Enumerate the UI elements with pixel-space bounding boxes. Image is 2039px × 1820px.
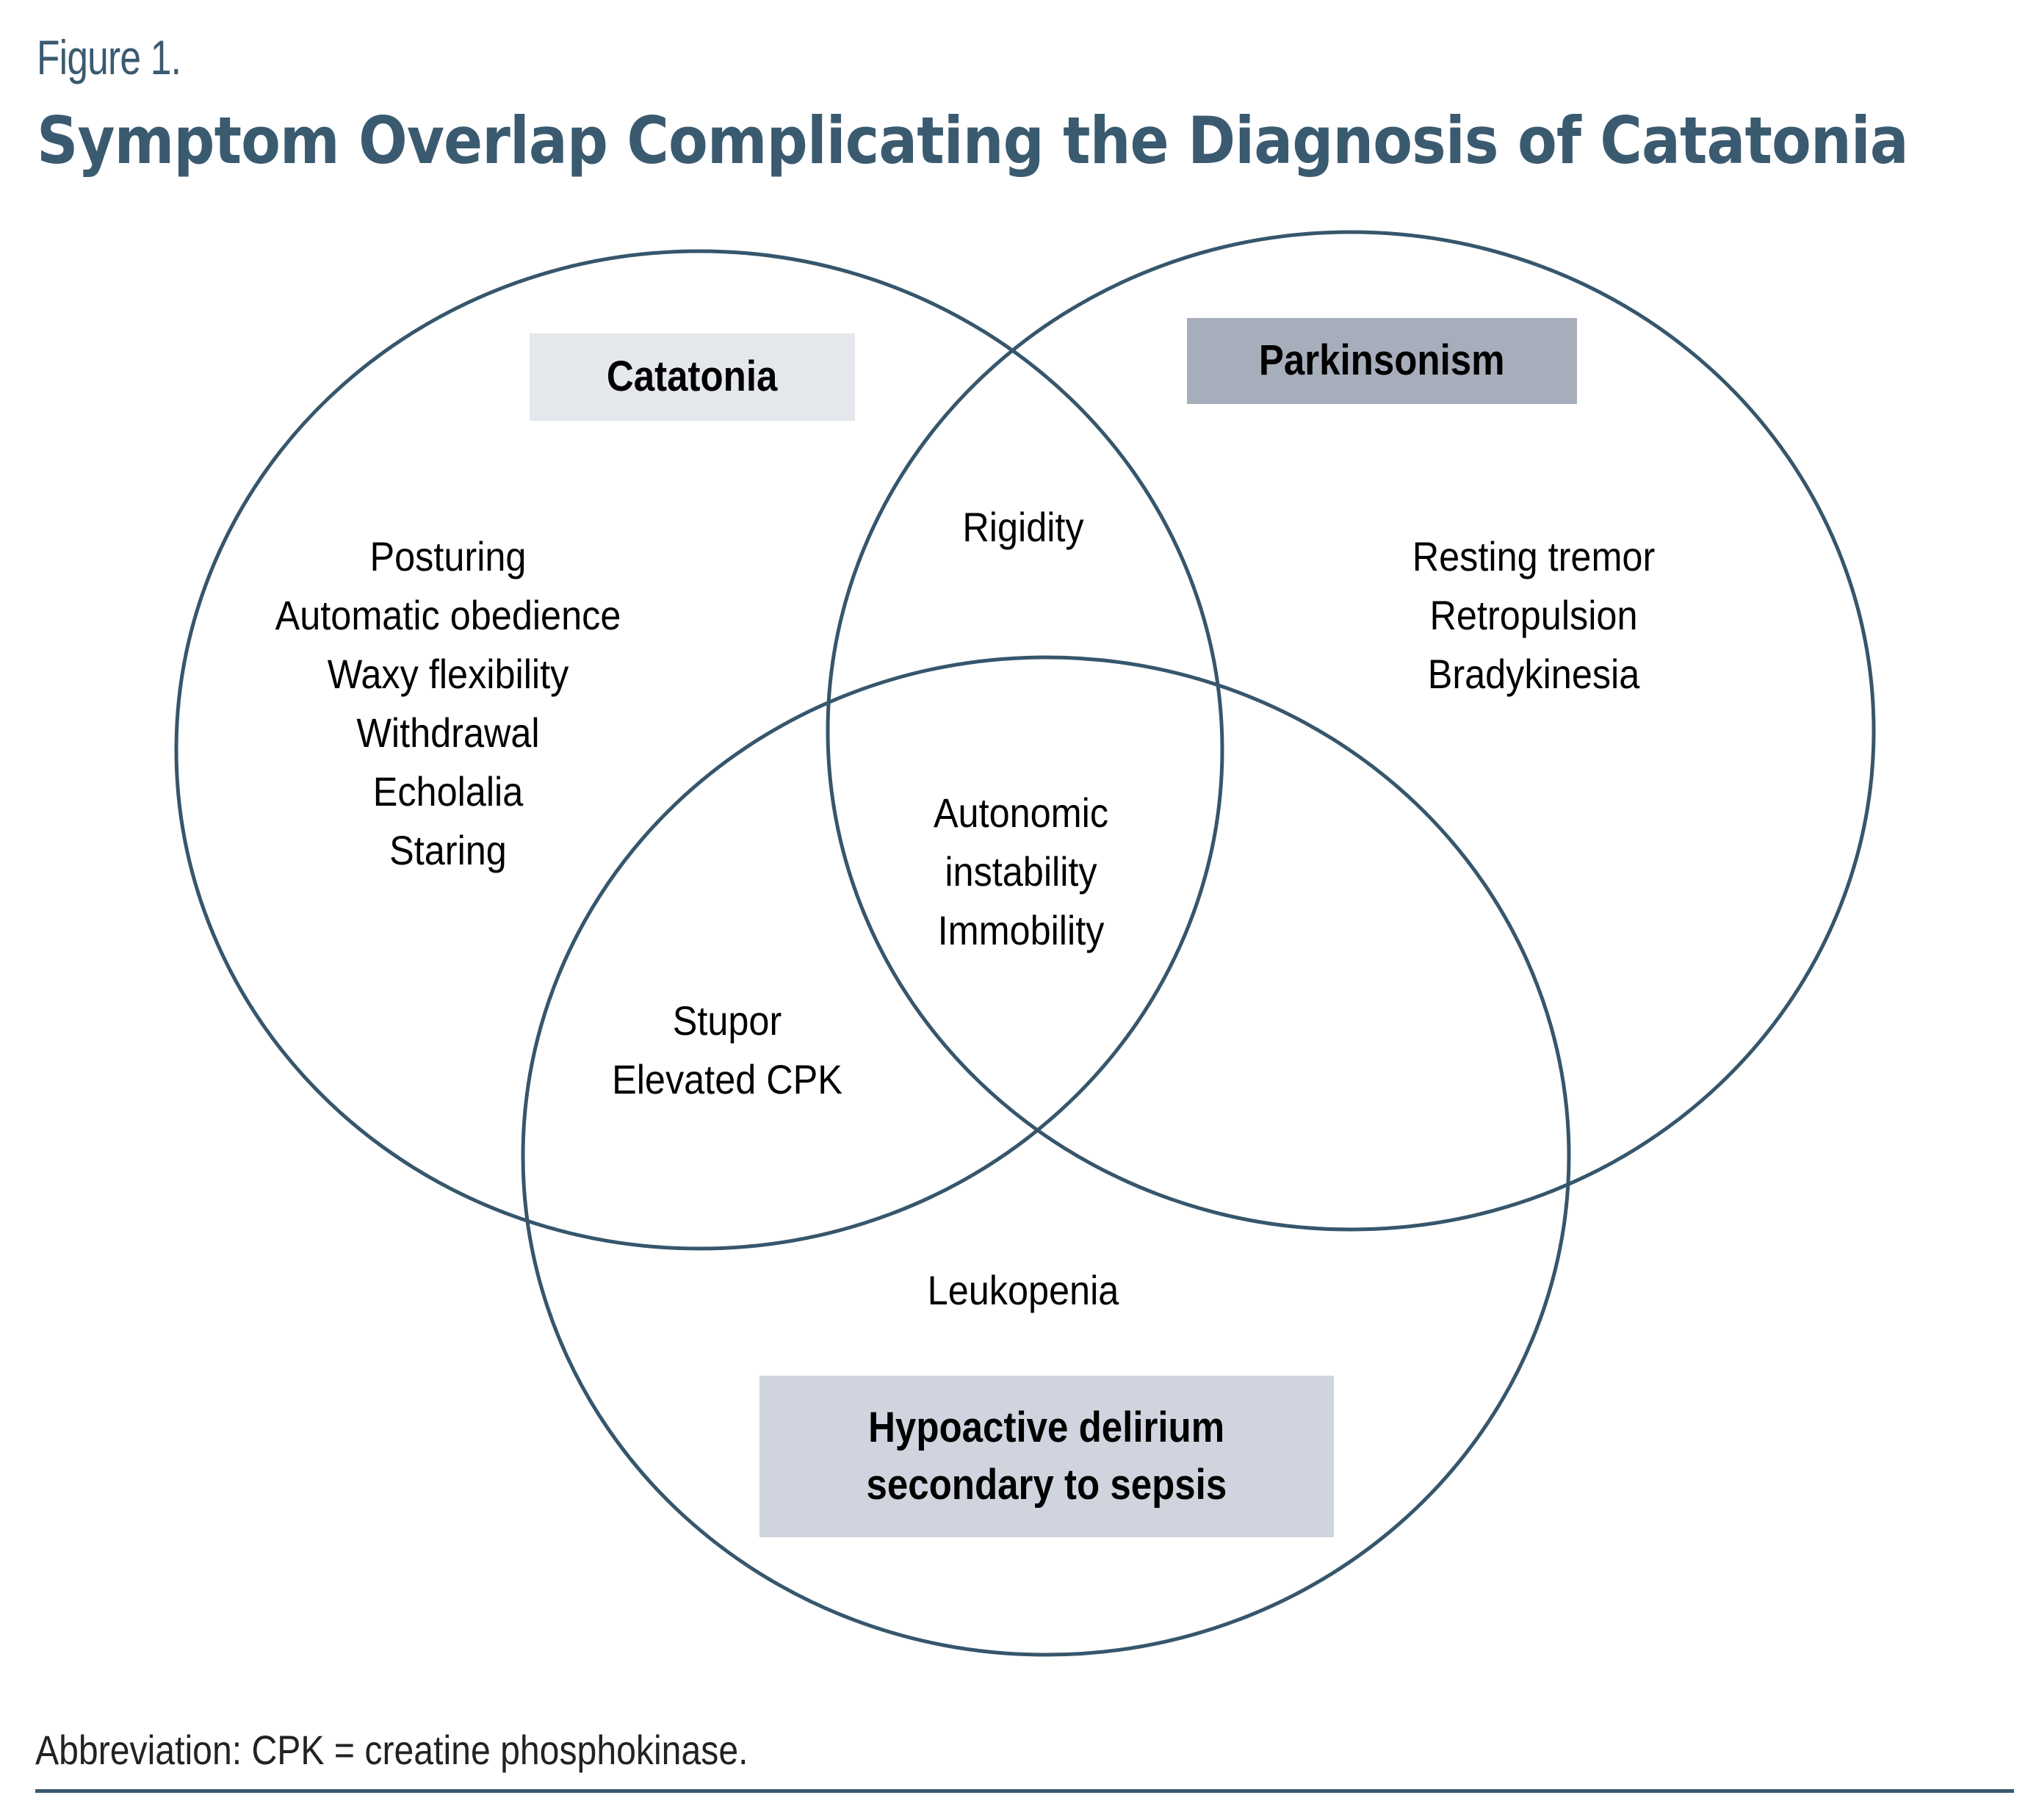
catatonia-circle	[174, 249, 1224, 1251]
region-delirium-only: Leukopenia	[917, 1261, 1130, 1320]
symptom-item: Automatic obedience	[275, 592, 621, 638]
symptom-item: Elevated CPK	[612, 1056, 842, 1102]
symptom-item: Leukopenia	[927, 1267, 1119, 1313]
parkinsonism-label: Parkinsonism	[1259, 336, 1505, 385]
region-catatonia-delirium: Stupor Elevated CPK	[599, 992, 856, 1109]
region-catatonia-parkinsonism: Rigidity	[956, 498, 1091, 557]
delirium-label-line-2: secondary to sepsis	[866, 1461, 1227, 1509]
figure-title: Symptom Overlap Complicating the Diagnos…	[37, 103, 1909, 178]
region-catatonia-only: Posturing Automatic obedience Waxy flexi…	[256, 527, 640, 880]
region-all-three: Autonomic instability Immobility	[924, 784, 1119, 960]
footnote: Abbreviation: CPK = creatine phosphokina…	[35, 1727, 748, 1773]
symptom-item: Autonomic	[933, 790, 1109, 836]
symptom-item: Waxy flexibility	[327, 651, 569, 697]
delirium-label-box: Hypoactive delirium secondary to sepsis	[759, 1376, 1334, 1537]
symptom-item: Posturing	[369, 533, 527, 579]
delirium-circle	[521, 655, 1571, 1657]
catatonia-label: Catatonia	[607, 353, 778, 401]
symptom-item: Staring	[389, 827, 507, 873]
catatonia-label-box: Catatonia	[530, 333, 855, 421]
symptom-item: Withdrawal	[356, 709, 540, 756]
region-parkinsonism-only: Resting tremor Retropulsion Bradykinesia	[1399, 527, 1668, 704]
delirium-label-line-1: Hypoactive delirium	[868, 1403, 1225, 1451]
symptom-item: instability	[945, 848, 1097, 895]
symptom-item: Bradykinesia	[1427, 651, 1640, 697]
symptom-item: Resting tremor	[1412, 533, 1656, 579]
symptom-item: Stupor	[672, 997, 782, 1044]
parkinsonism-label-box: Parkinsonism	[1187, 318, 1577, 404]
symptom-item: Rigidity	[962, 504, 1084, 550]
parkinsonism-circle	[826, 230, 1876, 1232]
symptom-item: Retropulsion	[1429, 592, 1638, 638]
symptom-item: Immobility	[937, 907, 1105, 953]
symptom-item: Echolalia	[372, 768, 524, 815]
bottom-rule	[35, 1789, 2014, 1793]
figure-label: Figure 1.	[37, 30, 181, 84]
